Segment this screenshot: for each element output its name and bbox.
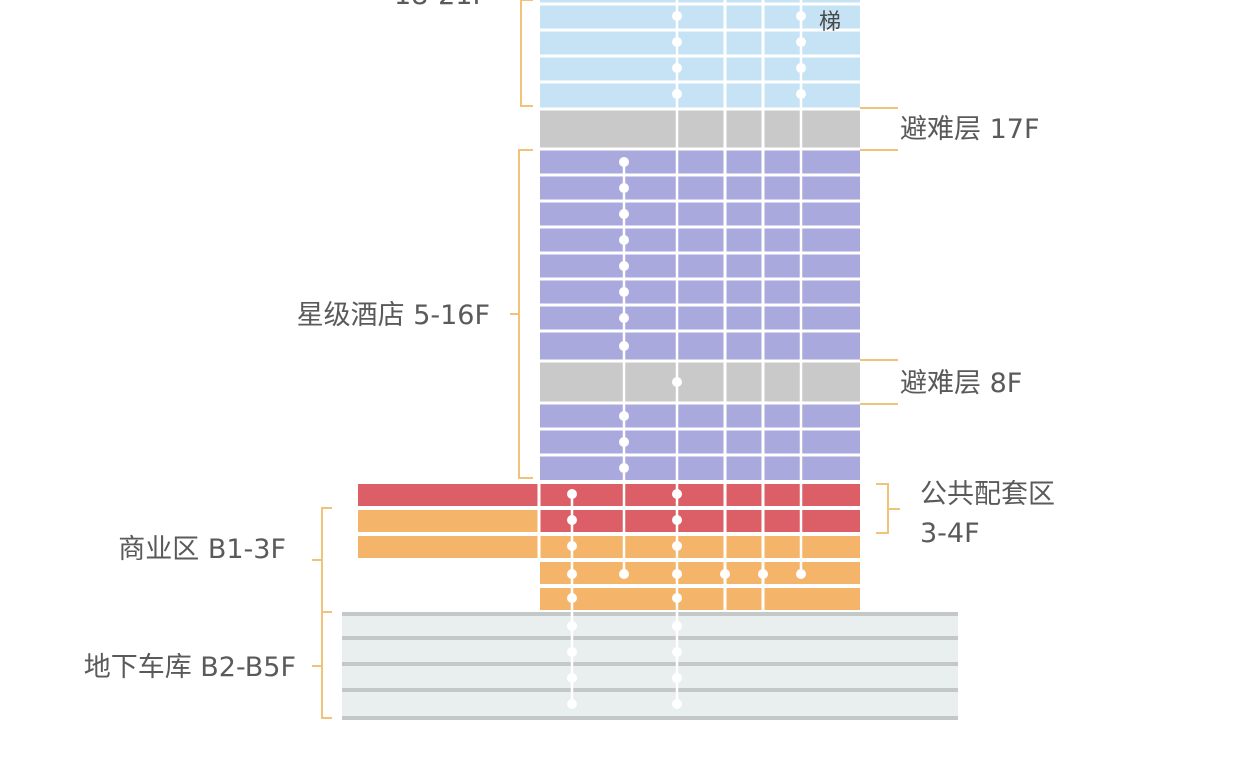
office-block: [540, 0, 860, 108]
bracket-hotel: [510, 149, 533, 479]
brackets: [312, 0, 900, 719]
label-public-line2: 3-4F: [920, 518, 980, 549]
commercial-floor-2: [358, 536, 860, 558]
label-public-line1: 公共配套区: [920, 479, 1055, 510]
floor-separators: [358, 2, 860, 588]
label-refuge-17: 避难层 17F: [900, 114, 1039, 145]
public-floor-3: [540, 510, 860, 532]
refuge-floor-17: [540, 110, 860, 148]
hotel-zone-lower: [540, 404, 860, 480]
commercial-floor-1: [540, 562, 860, 584]
label-commercial: 商业区 B1-3F: [118, 534, 286, 565]
label-garage: 地下车库 B2-B5F: [84, 652, 296, 683]
garage-zone: [342, 612, 958, 720]
commercial-floor-b1: [540, 588, 860, 610]
label-elevator-char: 梯: [819, 10, 841, 35]
bracket-office: [520, 0, 533, 107]
elevator-stops: [567, 11, 806, 709]
bracket-garage: [312, 611, 332, 719]
column-lines: [537, 0, 765, 610]
office-zone: [540, 0, 860, 108]
bracket-commercial: [312, 507, 332, 612]
label-office-floors: 18-21F: [394, 0, 488, 11]
hotel-zone-upper: [540, 150, 860, 360]
public-floor-4: [358, 484, 860, 506]
commercial-podium-3: [358, 510, 538, 532]
bracket-public: [876, 483, 900, 534]
bracket-refuge-8: [860, 359, 898, 405]
label-refuge-8: 避难层 8F: [900, 368, 1022, 399]
refuge-floor-8: [540, 362, 860, 402]
label-hotel: 星级酒店 5-16F: [297, 300, 490, 331]
bracket-refuge-17: [860, 107, 898, 151]
